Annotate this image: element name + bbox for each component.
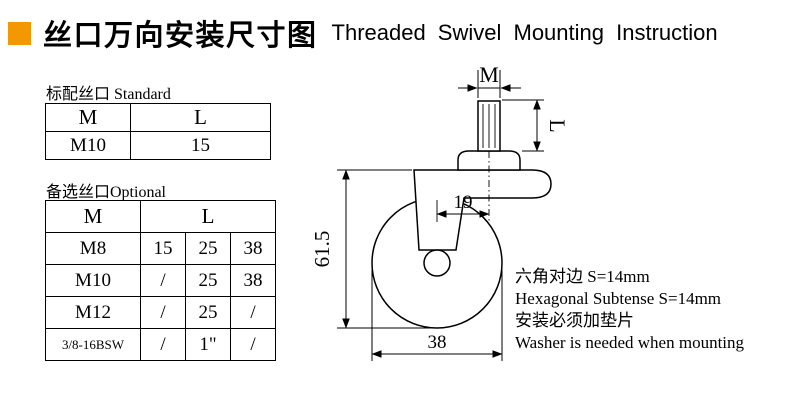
wheel-hub <box>423 249 451 277</box>
dim-label-m: M <box>479 62 499 87</box>
cell: / <box>230 328 276 361</box>
dimension-thread-length: L <box>502 99 570 152</box>
orange-bullet-square <box>8 21 31 45</box>
page-header: 丝口万向安装尺寸图 Threaded Swivel Mounting Instr… <box>8 12 718 54</box>
dim-label-l: L <box>545 119 570 132</box>
page-title-chinese: 丝口万向安装尺寸图 <box>43 20 318 52</box>
optional-header-row: M L <box>45 200 276 233</box>
table-row: M10 / 25 38 <box>45 264 276 297</box>
dimension-wheel-diameter: 38 <box>371 270 503 361</box>
stem-collar <box>457 150 521 171</box>
page-title-english: Threaded Swivel Mounting Instruction <box>331 20 718 45</box>
cell: 38 <box>230 232 276 265</box>
cell: / <box>140 328 186 361</box>
cell: 25 <box>185 296 231 329</box>
swivel-fork <box>413 169 552 251</box>
optional-header-m: M <box>45 200 141 233</box>
mounting-notes: 六角对边 S=14mm Hexagonal Subtense S=14mm 安装… <box>515 266 787 354</box>
dim-label-19: 19 <box>454 192 473 213</box>
note-hex-subtense-zh: 六角对边 S=14mm <box>515 267 650 286</box>
cell: M8 <box>45 232 141 265</box>
dimension-overall-height: 61.5 <box>310 169 430 329</box>
standard-cell-l: 15 <box>130 131 271 160</box>
dim-label-38: 38 <box>428 332 447 353</box>
standard-header-row: M L <box>45 103 271 132</box>
standard-thread-table: M L M10 15 <box>45 103 271 160</box>
standard-header-m: M <box>45 103 131 132</box>
cell: 25 <box>185 232 231 265</box>
table-row: 3/8-16BSW / 1" / <box>45 328 276 361</box>
optional-section-label: 备选丝口Optional <box>46 184 166 201</box>
cell: 25 <box>185 264 231 297</box>
note-hex-subtense-en: Hexagonal Subtense S=14mm <box>515 289 722 308</box>
note-washer-en: Washer is needed when mounting <box>515 333 745 352</box>
table-row: M12 / 25 / <box>45 296 276 329</box>
standard-section-label: 标配丝口 Standard <box>46 86 171 103</box>
cell: M10 <box>45 264 141 297</box>
cell: 3/8-16BSW <box>45 328 141 361</box>
threaded-stem <box>477 100 501 222</box>
table-row: M8 15 25 38 <box>45 232 276 265</box>
dimension-thread-size: M <box>458 62 521 98</box>
dim-label-61-5: 61.5 <box>310 231 334 268</box>
cell: 1" <box>185 328 231 361</box>
table-row: M10 15 <box>45 131 271 160</box>
dimension-swivel-offset: 19 <box>436 192 490 222</box>
optional-thread-table: M L M8 15 25 38 M10 / 25 38 M12 / 25 / <box>45 200 276 361</box>
standard-header-l: L <box>130 103 271 132</box>
cell: 38 <box>230 264 276 297</box>
standard-cell-m: M10 <box>45 131 131 160</box>
note-washer-zh: 安装必须加垫片 <box>515 311 634 330</box>
